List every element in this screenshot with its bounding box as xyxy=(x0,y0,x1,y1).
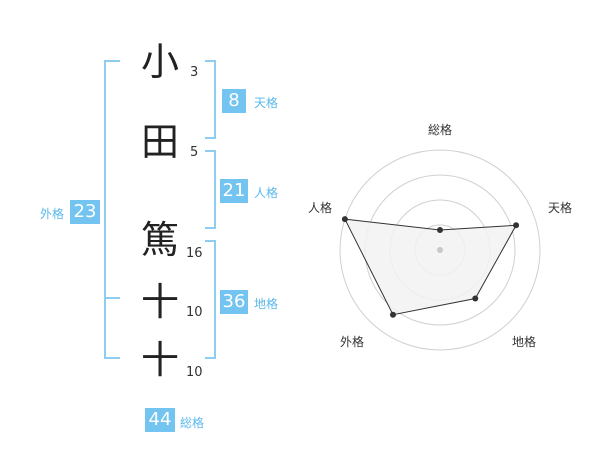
stroke-count-2: 5 xyxy=(190,145,199,160)
stroke-count-4: 10 xyxy=(186,305,203,320)
gaikaku-value: 23 xyxy=(70,200,100,224)
chikaku-value: 36 xyxy=(220,290,248,314)
gaikaku-bracket-top xyxy=(104,60,120,299)
soukaku-label: 総格 xyxy=(180,416,205,430)
stroke-count-1: 3 xyxy=(190,65,199,80)
stroke-count-3: 16 xyxy=(186,246,203,261)
radar-ring xyxy=(339,149,541,351)
jinkaku-bracket xyxy=(205,150,216,229)
chikaku-bracket xyxy=(205,240,216,359)
jinkaku-value: 21 xyxy=(220,179,248,203)
radar-label-soukaku: 総格 xyxy=(428,122,452,137)
tenkaku-label: 天格 xyxy=(254,96,279,110)
tenkaku-bracket xyxy=(205,60,216,139)
tenkaku-value: 8 xyxy=(222,89,246,113)
name-char-2: 田 xyxy=(140,120,179,164)
radar-point-5 xyxy=(341,216,348,223)
radar-chart: 総格 天格 地格 外格 人格 xyxy=(308,122,572,351)
name-char-1: 小 xyxy=(140,40,179,84)
radar-label-jinkaku: 人格 xyxy=(308,200,332,215)
name-char-5: 十 xyxy=(140,338,179,382)
radar-label-tenkaku: 天格 xyxy=(548,200,572,215)
radar-points xyxy=(341,216,520,318)
radar-point-1 xyxy=(437,227,443,233)
radar-center xyxy=(437,247,443,253)
radar-label-chikaku: 地格 xyxy=(512,334,536,349)
name-char-3: 篤 xyxy=(140,218,179,262)
gaikaku-label: 外格 xyxy=(40,207,65,221)
gaikaku-bracket-divider xyxy=(104,297,120,299)
radar-point-4 xyxy=(389,311,396,318)
radar-point-2 xyxy=(513,222,520,229)
radar-polygon xyxy=(344,218,517,316)
jinkaku-label: 人格 xyxy=(254,186,279,200)
gaikaku-bracket-bottom xyxy=(104,297,120,359)
stroke-count-5: 10 xyxy=(186,365,203,380)
radar-point-3 xyxy=(472,295,479,302)
chikaku-label: 地格 xyxy=(254,297,279,311)
soukaku-value: 44 xyxy=(145,408,175,432)
name-char-4: 十 xyxy=(140,280,179,324)
radar-label-gaikaku: 外格 xyxy=(340,334,364,349)
